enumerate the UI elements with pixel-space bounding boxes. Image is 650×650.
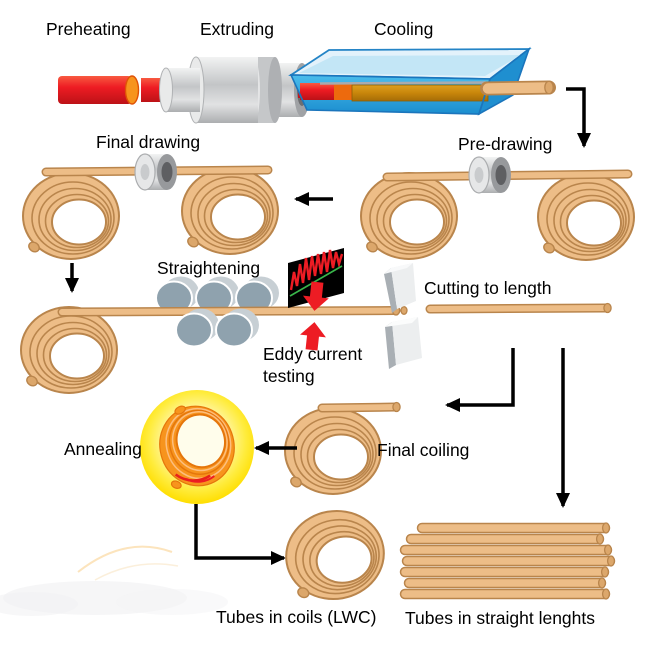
straightening-feed-coil (20, 306, 118, 394)
label-extruding: Extruding (200, 19, 274, 39)
final-coiling-coil (284, 407, 382, 495)
label-straightening: Straightening (157, 258, 261, 278)
final-drawing-die (134, 153, 178, 191)
pre-drawing-coil-left (360, 172, 458, 260)
label-eddy-line2: testing (263, 366, 315, 386)
label-eddy-line1: Eddy current (263, 344, 363, 364)
signal-baseline (289, 265, 343, 297)
final-drawing-station (22, 153, 279, 260)
preheating-billet (58, 75, 173, 105)
test-arrow-up (300, 322, 326, 351)
final-drawing-coil-left (22, 172, 120, 260)
lower-cutting-blade (385, 317, 422, 369)
label-final-coiling: Final coiling (377, 440, 470, 460)
final-coiling-station (284, 401, 401, 495)
straight-tubes-stack (399, 522, 616, 600)
annealing-station (140, 390, 254, 504)
annealing-coil (159, 405, 235, 489)
label-tubes-in-coils: Tubes in coils (LWC) (216, 607, 377, 627)
label-pre-drawing: Pre-drawing (458, 134, 553, 154)
tube-exiting-tank (480, 80, 556, 96)
pre-drawing-station (360, 156, 635, 261)
watermark (0, 545, 228, 616)
label-preheating: Preheating (46, 19, 131, 39)
label-cooling: Cooling (374, 19, 434, 39)
cutting-station (384, 263, 612, 369)
signal-waveform (289, 249, 344, 291)
straightening-tube (57, 305, 408, 317)
flow-arrow-cooling-to-predrawing (566, 87, 591, 148)
label-final-drawing: Final drawing (96, 132, 201, 152)
final-drawing-coil-right (181, 167, 279, 255)
label-tubes-in-straight-lengths: Tubes in straight lenghts (405, 608, 596, 628)
label-eddy-current-testing: Eddy current testing (263, 343, 362, 387)
eddy-current-monitor (288, 248, 344, 351)
flow-arrow-annealing-to-lwc (194, 504, 286, 565)
straightening-station (20, 275, 408, 394)
monitor-screen (288, 248, 344, 308)
pre-drawing-coil-right (537, 173, 635, 261)
final-coiling-tube-end (317, 401, 401, 413)
cooling-tank (288, 46, 556, 116)
label-cutting-to-length: Cutting to length (424, 278, 552, 298)
test-arrow-down (302, 281, 329, 311)
flow-arrow-cut-to-final-coiling (445, 348, 515, 412)
upper-cutting-blade (384, 263, 416, 313)
label-annealing: Annealing (64, 439, 142, 459)
cut-tube (425, 302, 612, 314)
lwc-output-coil (278, 502, 392, 608)
pre-drawing-die (468, 156, 512, 194)
